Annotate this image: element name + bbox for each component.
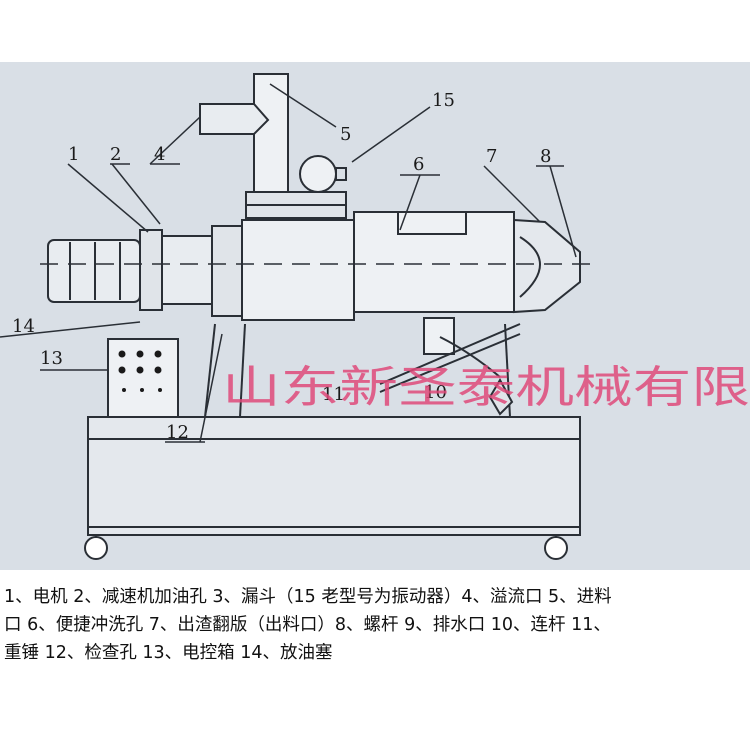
main-housing (241, 219, 355, 321)
callout-4: 4 (154, 144, 165, 165)
wheel-left (84, 536, 108, 560)
callout-6: 6 (413, 154, 424, 175)
parts-legend: 1、电机 2、减速机加油孔 3、漏斗（15 老型号为振动器）4、溢流口 5、进料… (4, 583, 748, 667)
callout-10: 10 (424, 382, 447, 403)
callout-11: 11 (322, 384, 345, 405)
counterweight (488, 377, 514, 416)
discharge-cone (513, 218, 581, 314)
wheel-right (544, 536, 568, 560)
callout-5: 5 (340, 124, 351, 145)
callout-7: 7 (486, 146, 497, 167)
callout-8: 8 (540, 146, 551, 167)
coupling (139, 229, 163, 311)
legend-line-3: 重锤 12、检查孔 13、电控箱 14、放油塞 (4, 643, 333, 663)
legend-line-1: 1、电机 2、减速机加油孔 3、漏斗（15 老型号为振动器）4、溢流口 5、进料 (4, 587, 612, 607)
callout-15: 15 (432, 90, 455, 111)
legend-line-2: 口 6、便捷冲洗孔 7、出渣翻版（出料口）8、螺杆 9、排水口 10、连杆 11… (4, 615, 611, 635)
vibrator (299, 155, 337, 193)
screen-cylinder (353, 211, 515, 313)
diagram-panel: 1 2 4 5 15 6 7 8 14 13 12 11 10 山东新圣泰机械有… (0, 62, 750, 570)
callout-14: 14 (12, 316, 35, 337)
connecting-rod (379, 323, 521, 385)
base-top-rail (87, 416, 581, 440)
callout-13: 13 (40, 348, 63, 369)
company-watermark: 山东新圣泰机械有限 (222, 362, 750, 413)
control-box (107, 338, 179, 418)
callout-2: 2 (110, 144, 121, 165)
reducer (161, 235, 213, 305)
overflow-outlet (199, 103, 270, 135)
callout-12: 12 (166, 422, 189, 443)
machine-diagram: 1 2 4 5 15 6 7 8 14 13 12 11 10 山东新圣泰机械有… (0, 73, 750, 560)
flushing-port (397, 211, 467, 235)
callout-1: 1 (68, 144, 79, 165)
drain-port (423, 317, 455, 355)
